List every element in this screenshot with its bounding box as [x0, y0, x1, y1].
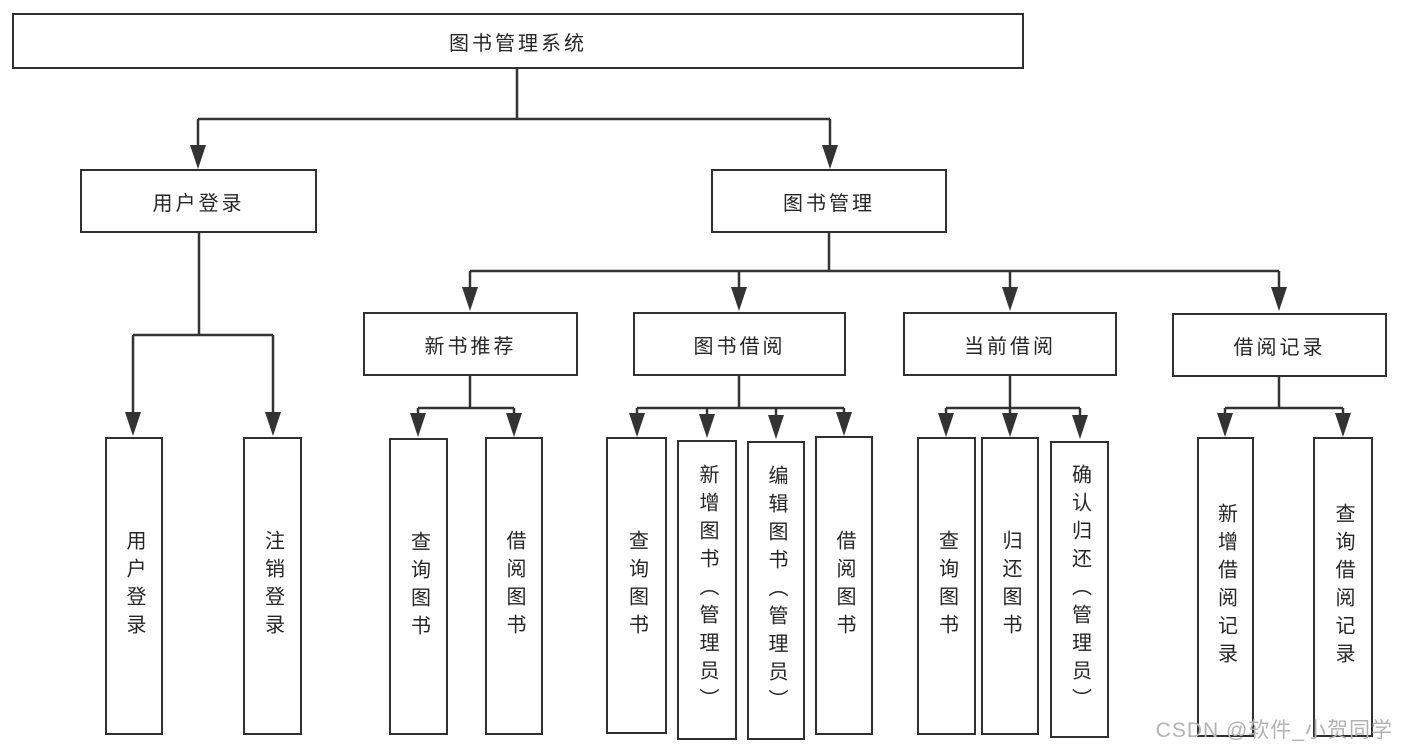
leaf-query-record: 查询借阅记录	[1313, 437, 1373, 737]
node-borrow-record-label: 借阅记录	[1233, 336, 1326, 359]
node-root-label: 图书管理系统	[449, 32, 587, 55]
node-book-mgmt: 图书管理	[711, 169, 947, 233]
node-borrow-record: 借阅记录	[1172, 313, 1387, 377]
leaf-query-book-borrow-label: 查询图书	[625, 529, 648, 642]
connector-borrow-record-children	[1217, 377, 1351, 437]
leaf-borrow-book-rec-label: 借阅图书	[503, 530, 525, 642]
node-user-login-label: 用户登录	[152, 192, 245, 215]
leaf-return-book: 归还图书	[981, 437, 1039, 735]
leaf-add-book: 新增图书（管理员）	[677, 440, 737, 740]
connector-current-borrow-children	[938, 376, 1088, 439]
connector-new-book-rec-children	[410, 376, 522, 437]
csdn-watermark: CSDN @软件_小贺同学	[1155, 719, 1393, 742]
connector-root-to-level2	[190, 69, 838, 169]
leaf-borrow-book-borrow-label: 借阅图书	[833, 529, 855, 642]
leaf-query-book-current: 查询图书	[917, 437, 976, 735]
leaf-user-login-label: 用户登录	[123, 530, 145, 642]
connector-book-mgmt-children	[462, 233, 1287, 311]
leaf-borrow-book-rec: 借阅图书	[485, 437, 543, 735]
node-root: 图书管理系统	[12, 13, 1024, 69]
leaf-confirm-return-label: 确认归还（管理员）	[1068, 463, 1091, 716]
leaf-query-book-rec: 查询图书	[389, 438, 448, 735]
leaf-user-login: 用户登录	[105, 437, 163, 735]
leaf-query-record-label: 查询借阅记录	[1332, 503, 1354, 671]
leaf-query-book-rec-label: 查询图书	[407, 530, 430, 643]
node-book-borrow-label: 图书借阅	[693, 335, 786, 358]
node-current-borrow: 当前借阅	[903, 312, 1117, 376]
leaf-add-book-label: 新增图书（管理员）	[696, 464, 718, 716]
leaf-edit-book-label: 编辑图书（管理员）	[765, 464, 787, 717]
node-current-borrow-label: 当前借阅	[964, 335, 1056, 358]
leaf-add-record: 新增借阅记录	[1197, 437, 1254, 737]
connector-book-borrow-children	[629, 376, 852, 439]
leaf-borrow-book-borrow: 借阅图书	[815, 436, 873, 735]
connector-user-login-children	[125, 233, 281, 436]
leaf-confirm-return: 确认归还（管理员）	[1050, 441, 1109, 738]
node-new-book-rec-label: 新书推荐	[424, 335, 517, 358]
leaf-query-book-current-label: 查询图书	[935, 530, 958, 642]
node-book-borrow: 图书借阅	[633, 312, 846, 376]
node-new-book-rec: 新书推荐	[363, 312, 578, 376]
leaf-logout: 注销登录	[243, 437, 302, 735]
leaf-logout-label: 注销登录	[261, 530, 284, 642]
node-user-login: 用户登录	[80, 169, 317, 233]
leaf-edit-book: 编辑图书（管理员）	[747, 441, 805, 740]
node-book-mgmt-label: 图书管理	[783, 192, 875, 215]
leaf-return-book-label: 归还图书	[999, 530, 1021, 642]
leaf-add-record-label: 新增借阅记录	[1214, 503, 1237, 671]
leaf-query-book-borrow: 查询图书	[606, 437, 667, 734]
